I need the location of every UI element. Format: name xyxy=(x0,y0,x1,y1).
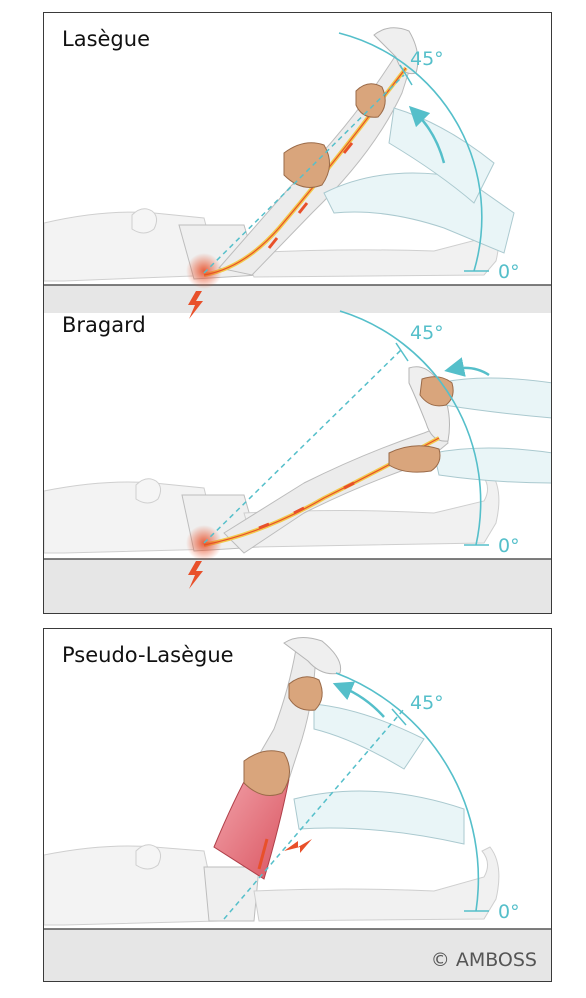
angle-label-45: 45° xyxy=(410,322,444,344)
forty-five-tick xyxy=(391,708,407,726)
examiner-hand xyxy=(388,445,441,473)
patient-torso xyxy=(44,845,220,926)
panel-title-bragard: Bragard xyxy=(62,313,146,337)
pain-glow xyxy=(186,253,222,289)
tension-arrow xyxy=(293,506,305,515)
exam-table xyxy=(44,559,551,613)
angle-45-line xyxy=(203,74,405,274)
tension-arrow xyxy=(257,838,269,870)
tension-arrow xyxy=(342,142,354,154)
lasegue-scene: 45° 0° xyxy=(44,27,551,319)
rotation-arrow-icon xyxy=(332,681,385,718)
tension-arrow xyxy=(267,237,279,249)
angle-arc xyxy=(338,32,483,272)
copyright-text: © AMBOSS xyxy=(430,949,537,971)
exam-table xyxy=(44,929,551,981)
panel-title-lasegue: Lasègue xyxy=(62,27,150,51)
patient-hand xyxy=(135,478,162,504)
forty-five-tick xyxy=(399,64,413,86)
examiner-hand xyxy=(419,376,454,407)
angle-label-0: 0° xyxy=(498,261,520,283)
tension-arrow xyxy=(297,202,309,214)
angle-label-0: 0° xyxy=(498,901,520,923)
lightning-pain-icon xyxy=(188,561,203,589)
examiner-arm xyxy=(433,447,551,484)
examiner-arm-upper xyxy=(313,703,425,770)
examiner-hand xyxy=(283,142,330,188)
patient-hand xyxy=(135,844,162,870)
panel-lasegue-bragard: 45° 0° xyxy=(43,12,552,614)
diagram-pseudo-lasegue: 45° 0° xyxy=(44,637,551,981)
bragard-scene: 45° 0° xyxy=(44,310,551,613)
resting-leg xyxy=(253,846,500,922)
rotation-arrow-icon xyxy=(408,105,446,164)
raised-foot xyxy=(283,637,342,675)
lightning-pain-icon xyxy=(188,291,203,319)
forty-five-tick xyxy=(395,342,409,362)
patient-hand xyxy=(131,208,158,234)
angle-45-line xyxy=(223,708,405,920)
rotation-arrow-icon xyxy=(444,357,490,377)
examiner-hand xyxy=(355,83,386,118)
patient-shorts xyxy=(203,866,260,922)
tension-arrow xyxy=(258,522,270,530)
angle-45-line xyxy=(203,348,403,544)
angle-label-0: 0° xyxy=(498,535,520,557)
examiner-arm xyxy=(323,172,515,254)
diagram-lasegue-bragard: 45° 0° xyxy=(44,27,551,613)
examiner-arm xyxy=(293,790,465,845)
angle-arc xyxy=(339,310,482,546)
tension-arrow xyxy=(343,481,355,490)
angle-label-45: 45° xyxy=(410,48,444,70)
examiner-hand xyxy=(288,676,323,711)
resting-leg xyxy=(243,470,500,548)
angle-arc xyxy=(335,672,480,912)
angle-label-45: 45° xyxy=(410,692,444,714)
lightning-pain-icon xyxy=(284,839,312,853)
exam-table xyxy=(44,285,551,313)
panel-pseudo-lasegue: 45° 0° Pseudo-Lasègue © AMBOSS xyxy=(43,628,552,982)
examiner-hand xyxy=(243,750,290,796)
examiner-arm-upper xyxy=(438,377,551,419)
panel-title-pseudo-lasegue: Pseudo-Lasègue xyxy=(62,643,234,667)
